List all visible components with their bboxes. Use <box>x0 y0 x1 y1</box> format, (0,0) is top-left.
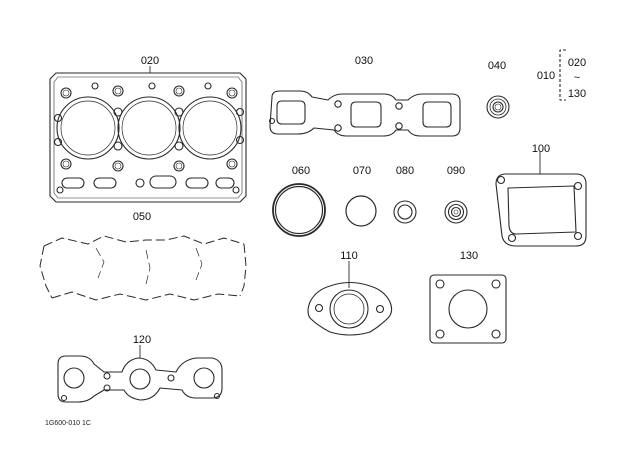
exhaust-manifold-gasket[interactable] <box>268 90 461 137</box>
large-o-ring-outer <box>272 183 326 237</box>
cylinder-head-gasket[interactable] <box>49 72 247 203</box>
exhaust-port-3 <box>422 101 452 128</box>
medium-o-ring-body <box>345 195 377 227</box>
label-070: 070 <box>353 165 371 177</box>
square-gasket-outline <box>429 274 507 344</box>
small-seal[interactable] <box>444 200 468 224</box>
large-o-ring[interactable] <box>272 183 326 237</box>
label-range-tilde: ~ <box>574 72 580 84</box>
exhaust-gasket-outline <box>269 90 461 137</box>
thermostat-bolt-hole-right <box>375 304 385 314</box>
label-range-top: 020 <box>568 57 586 69</box>
label-060: 060 <box>292 165 310 177</box>
label-080: 080 <box>396 165 414 177</box>
square-flange-gasket[interactable] <box>429 274 507 344</box>
oil-seal-outer <box>486 95 510 119</box>
cylinder-bore-3 <box>178 96 242 160</box>
thermostat-gasket[interactable] <box>307 281 393 336</box>
oil-pan-gasket-left <box>39 245 53 299</box>
label-100: 100 <box>532 143 550 155</box>
label-130: 130 <box>460 250 478 262</box>
label-110: 110 <box>340 250 358 262</box>
label-range-bottom: 130 <box>568 88 586 100</box>
intake-gasket-outline <box>57 355 223 403</box>
square-gasket-bore <box>448 289 488 329</box>
intake-port-1 <box>63 367 85 389</box>
part-labels: 020 030 040 010 020 ~ 130 050 060 070 08… <box>45 55 586 427</box>
head-gasket-inner-outline <box>53 76 243 199</box>
label-020: 020 <box>141 55 159 67</box>
cover-gasket[interactable] <box>495 173 587 247</box>
medium-o-ring[interactable] <box>345 195 377 227</box>
cover-gasket-outline <box>495 173 587 247</box>
label-120: 120 <box>133 334 151 346</box>
thermostat-gasket-bore <box>329 289 369 329</box>
small-washer-outer <box>393 200 417 224</box>
oil-pan-gasket-middle <box>95 247 203 285</box>
intake-port-3 <box>193 367 215 389</box>
oil-seal[interactable] <box>486 95 510 119</box>
diagram-code: 1G600-010 1C <box>45 420 91 427</box>
intake-port-2 <box>129 368 151 390</box>
thermostat-gasket-outline <box>307 281 393 336</box>
cover-gasket-inner <box>507 185 577 235</box>
small-seal-outer <box>444 200 468 224</box>
oil-pan-gasket-top <box>43 235 245 247</box>
label-090: 090 <box>447 165 465 177</box>
exhaust-port-1 <box>276 100 306 125</box>
label-030: 030 <box>355 55 373 67</box>
range-note-bracket <box>559 49 566 101</box>
oil-pan-gasket-right <box>239 243 247 297</box>
cylinder-bore-1 <box>56 96 120 160</box>
oil-pan-gasket-bottom <box>51 291 241 301</box>
label-range-from: 010 <box>537 70 555 82</box>
intake-manifold-gasket[interactable] <box>57 355 223 403</box>
small-washer[interactable] <box>393 200 417 224</box>
thermostat-bolt-hole-left <box>314 303 324 313</box>
label-050: 050 <box>133 211 151 223</box>
oil-pan-gasket[interactable] <box>39 235 247 301</box>
label-040: 040 <box>488 60 506 72</box>
head-gasket-outline <box>49 72 247 203</box>
cylinder-bore-2 <box>117 96 181 160</box>
exhaust-port-2 <box>350 101 382 128</box>
leader-lines <box>139 66 541 358</box>
